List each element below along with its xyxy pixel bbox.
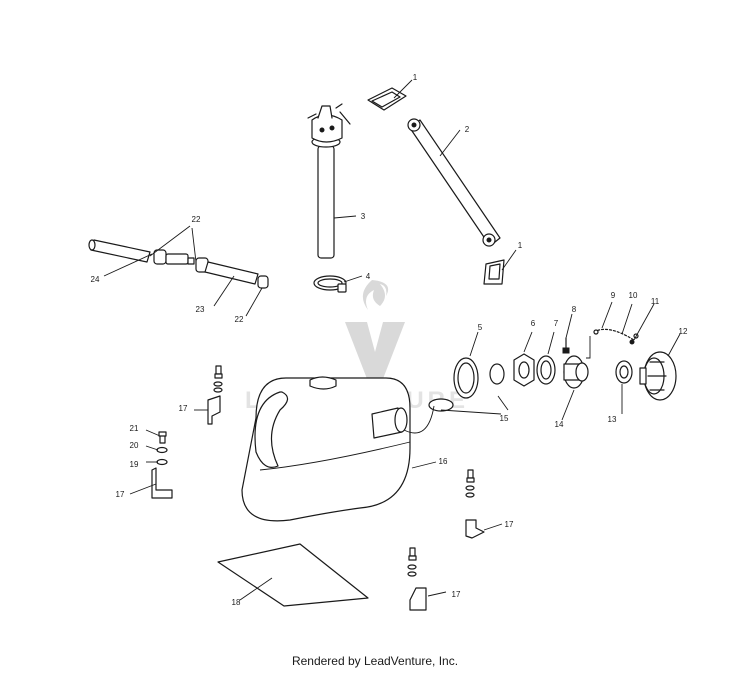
watermark-flame-icon xyxy=(362,280,389,310)
callout-2: 2 xyxy=(465,125,470,134)
callout-17-right: 17 xyxy=(505,520,514,529)
callout-17-left: 17 xyxy=(116,490,125,499)
callout-13: 13 xyxy=(608,415,617,424)
callout-20: 20 xyxy=(130,441,139,450)
part-washer-20 xyxy=(156,446,168,454)
leader-lines xyxy=(103,79,681,601)
callout-1-top: 1 xyxy=(413,73,418,82)
callout-3: 3 xyxy=(361,212,366,221)
part-fuel-tank xyxy=(241,376,411,522)
callout-23: 23 xyxy=(196,305,205,314)
part-strap xyxy=(407,118,501,247)
part-bracket-right xyxy=(465,469,485,539)
part-gasket xyxy=(536,355,556,385)
part-pad xyxy=(217,543,369,607)
part-fuel-hose-24 xyxy=(88,239,151,263)
callout-11: 11 xyxy=(651,297,660,306)
part-clip-bottom xyxy=(483,259,505,285)
callout-8: 8 xyxy=(572,305,577,314)
callout-19: 19 xyxy=(130,460,139,469)
callout-12: 12 xyxy=(679,327,688,336)
part-tether xyxy=(586,328,639,359)
callout-18: 18 xyxy=(232,598,241,607)
callout-14: 14 xyxy=(555,420,564,429)
part-clip-top xyxy=(367,87,407,111)
callout-16: 16 xyxy=(439,457,448,466)
part-bracket-bottom xyxy=(407,547,427,611)
callout-7: 7 xyxy=(554,319,559,328)
callout-17-bottom: 17 xyxy=(452,590,461,599)
callout-17-upper-left: 17 xyxy=(179,404,188,413)
part-bracket-upper-left xyxy=(207,365,223,425)
part-bracket-left xyxy=(151,467,173,499)
part-nut xyxy=(513,353,535,387)
part-fuel-sender xyxy=(307,103,351,259)
callout-15: 15 xyxy=(500,414,509,423)
callout-6: 6 xyxy=(531,319,536,328)
part-washer-19 xyxy=(156,458,168,466)
callout-4: 4 xyxy=(366,272,371,281)
callout-1-bottom: 1 xyxy=(518,241,523,250)
footer-credit: Rendered by LeadVenture, Inc. xyxy=(291,654,459,668)
callout-21: 21 xyxy=(130,424,139,433)
callout-5: 5 xyxy=(478,323,483,332)
part-filler-hose xyxy=(453,357,479,399)
part-bolt-21 xyxy=(158,431,167,444)
part-filler-neck xyxy=(563,355,589,389)
part-hose-clamp xyxy=(313,275,347,293)
part-clamp-15 xyxy=(428,363,505,412)
part-fuel-cap xyxy=(639,351,677,401)
callout-22-bottom: 22 xyxy=(235,315,244,324)
part-screw xyxy=(562,337,570,354)
callout-22-top: 22 xyxy=(192,215,201,224)
watermark-v-icon xyxy=(345,322,405,384)
part-fuel-hose-23 xyxy=(204,261,269,289)
callout-24: 24 xyxy=(91,275,100,284)
part-fuel-fitting xyxy=(153,249,209,273)
callout-10: 10 xyxy=(629,291,638,300)
callouts: 1 2 1 3 4 22 24 23 22 5 6 7 8 9 10 11 12… xyxy=(91,73,688,607)
part-cap-gasket xyxy=(615,360,633,384)
callout-9: 9 xyxy=(611,291,616,300)
